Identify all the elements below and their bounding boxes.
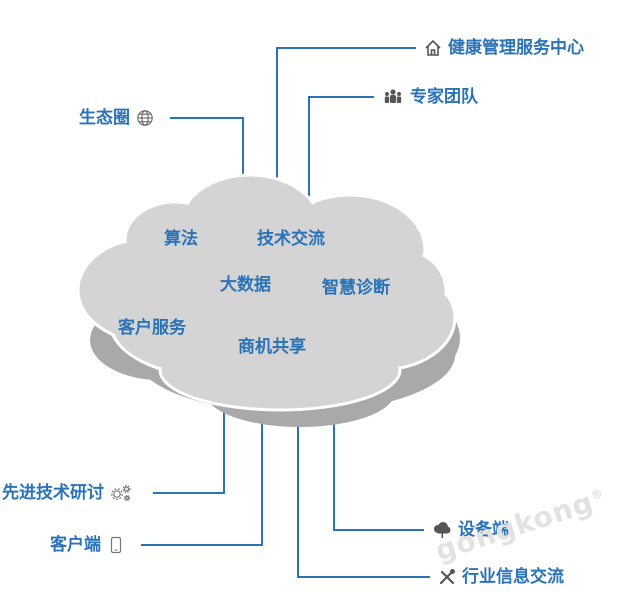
connector-health-center xyxy=(276,47,416,178)
label-industry-exchange: 行业信息交流 xyxy=(438,568,564,586)
label-ecosystem-text: 生态圈 xyxy=(79,107,130,128)
cloud-algorithm: 算法 xyxy=(164,229,198,249)
connector-industry-exchange xyxy=(297,408,430,578)
label-industry-exchange-text: 行业信息交流 xyxy=(462,566,564,587)
cloud-fill-top xyxy=(80,177,453,406)
label-client-end: 客户端 xyxy=(50,536,125,554)
connector-expert-team xyxy=(308,96,374,200)
cloud-device-icon xyxy=(434,522,451,538)
connector-client-end xyxy=(141,420,263,546)
gears-icon xyxy=(111,484,131,502)
connector-lines xyxy=(141,47,430,578)
phone-icon xyxy=(110,536,122,554)
label-health-center-text: 健康管理服务中心 xyxy=(448,37,584,58)
label-device-end-text: 设备端 xyxy=(458,519,509,540)
label-expert-team-text: 专家团队 xyxy=(410,86,478,107)
label-ecosystem: 生态圈 xyxy=(79,109,154,127)
team-icon xyxy=(384,89,402,103)
label-device-end: 设备端 xyxy=(432,521,509,539)
cloud-tech-exchange: 技术交流 xyxy=(257,229,325,249)
globe-icon xyxy=(137,110,153,126)
cloud-big-data: 大数据 xyxy=(220,275,271,295)
cloud-customer-service: 客户服务 xyxy=(118,318,186,338)
label-health-center: 健康管理服务中心 xyxy=(424,39,584,57)
label-advanced-research-text: 先进技术研讨 xyxy=(2,482,104,503)
home-icon xyxy=(425,39,441,56)
cloud-business-sharing: 商机共享 xyxy=(238,337,306,357)
label-advanced-research: 先进技术研讨 xyxy=(2,484,132,502)
cloud-smart-diagnosis: 智慧诊断 xyxy=(322,278,390,298)
label-expert-team: 专家团队 xyxy=(382,88,478,106)
connector-device-end xyxy=(333,422,424,531)
label-client-end-text: 客户端 xyxy=(50,534,101,555)
tools-icon xyxy=(439,569,455,585)
connector-ecosystem xyxy=(170,117,244,178)
connector-advanced-research xyxy=(153,408,225,494)
